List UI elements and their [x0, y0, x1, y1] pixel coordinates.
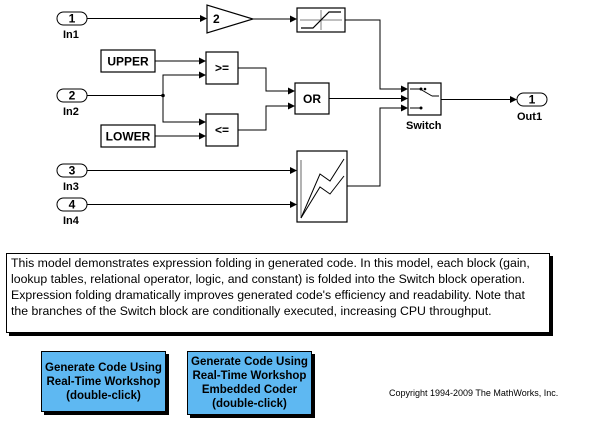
inport-4[interactable]: 4: [56, 197, 88, 212]
generate-code-rtw-button[interactable]: Generate Code Using Real-Time Workshop (…: [41, 351, 166, 412]
saturation-block[interactable]: [296, 7, 346, 33]
lower-constant-block[interactable]: LOWER: [100, 124, 156, 148]
inport-1[interactable]: 1: [56, 11, 88, 26]
switch-label: Switch: [406, 120, 442, 132]
outport-1-label: Out1: [517, 111, 542, 123]
inport-1-number: 1: [69, 12, 76, 26]
inport-2-number: 2: [69, 89, 76, 103]
copyright-notice: Copyright 1994-2009 The MathWorks, Inc.: [389, 388, 559, 398]
rtw-button-line-2: Real-Time Workshop: [46, 375, 161, 388]
ert-button-line-3: Embedded Coder: [201, 384, 298, 396]
inport-3-label: In3: [63, 181, 79, 193]
upper-constant-block[interactable]: UPPER: [100, 49, 156, 73]
logic-or-block[interactable]: OR: [294, 82, 330, 115]
relop-le-label: <=: [215, 123, 229, 137]
relop-ge-block[interactable]: >=: [205, 51, 239, 85]
simulink-diagram: 1 In1 2 In2 3 In3 4 In4 2 UPPER LOWER >=: [56, 4, 548, 227]
inport-3[interactable]: 3: [56, 163, 88, 178]
gain-block[interactable]: 2: [206, 4, 256, 34]
inport-1-label: In1: [63, 29, 79, 41]
gain-value: 2: [213, 12, 220, 26]
lower-constant-label: LOWER: [106, 130, 151, 144]
signal-lines: [87, 15, 517, 208]
outport-1-number: 1: [529, 93, 536, 107]
inport-4-label: In4: [63, 215, 80, 227]
rtw-button-line-3: (double-click): [66, 389, 141, 402]
upper-constant-label: UPPER: [107, 55, 149, 69]
ert-button-line-2: Real-Time Workshop: [192, 370, 307, 382]
switch-block[interactable]: [407, 82, 442, 116]
outport-1[interactable]: 1: [516, 92, 548, 107]
inport-3-number: 3: [69, 164, 76, 178]
inport-4-number: 4: [69, 198, 76, 212]
ert-button-line-1: Generate Code Using: [191, 356, 308, 368]
ert-button-line-4: (double-click): [212, 398, 287, 410]
relop-le-block[interactable]: <=: [205, 113, 239, 147]
logic-or-label: OR: [303, 92, 321, 106]
model-description: This model demonstrates expression foldi…: [6, 253, 550, 333]
lookup-table-2d-block[interactable]: [296, 150, 348, 223]
inport-2[interactable]: 2: [56, 88, 88, 103]
relop-ge-label: >=: [215, 61, 229, 75]
rtw-button-line-1: Generate Code Using: [45, 361, 162, 374]
inport-2-label: In2: [63, 106, 79, 118]
generate-code-ert-button[interactable]: Generate Code Using Real-Time Workshop E…: [187, 351, 312, 415]
